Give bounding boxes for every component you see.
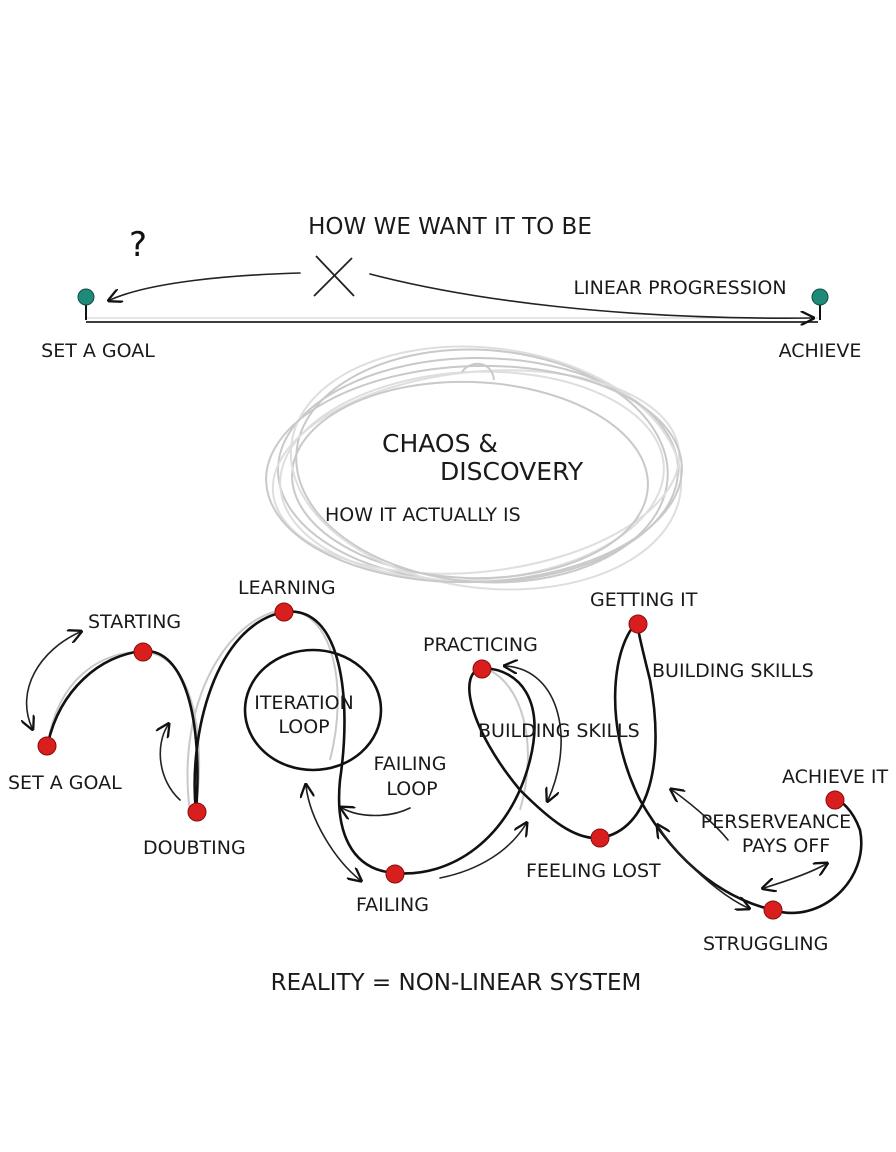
node-learning — [274, 602, 294, 622]
label-iteration-line2: LOOP — [278, 716, 329, 738]
node-practicing — [472, 659, 492, 679]
label-starting: STARTING — [88, 611, 181, 633]
node-set-goal — [37, 736, 57, 756]
arrow-to-achieve — [369, 273, 812, 318]
label-perseverance-line2: PAYS OFF — [742, 835, 830, 857]
label-achieve-it: ACHIEVE IT — [782, 766, 888, 788]
label-iteration-line1: ITERATION — [254, 692, 354, 714]
arrow-failing-to-progress — [439, 824, 526, 879]
arrow-start-cycle — [27, 632, 80, 728]
label-practicing: PRACTICING — [423, 634, 538, 656]
reality-main-path — [46, 610, 863, 915]
arrow-failing-cycle — [306, 786, 360, 880]
label-building-skills-right: BUILDING SKILLS — [652, 660, 814, 682]
arrow-failing-loop — [342, 808, 411, 816]
cross-icon — [313, 255, 355, 297]
node-feeling-lost — [590, 828, 610, 848]
label-failing-loop-line1: FAILING — [374, 753, 447, 775]
arrow-struggling-cycle — [658, 826, 748, 908]
label-struggling: STRUGGLING — [703, 933, 828, 955]
node-struggling — [763, 900, 783, 920]
ideal-end-label: ACHIEVE — [779, 340, 862, 362]
label-feeling-lost: FEELING LOST — [526, 860, 661, 882]
node-doubting — [187, 802, 207, 822]
iteration-loop-circle — [243, 648, 383, 772]
arrow-doubting-up — [160, 725, 181, 801]
node-getting-it — [628, 614, 648, 634]
label-learning: LEARNING — [238, 577, 336, 599]
linear-progression-label: LINEAR PROGRESSION — [573, 277, 786, 299]
arrow-practicing-cycle — [506, 666, 562, 800]
node-starting — [133, 642, 153, 662]
ideal-start-label: SET A GOAL — [41, 340, 155, 362]
ideal-heading: HOW WE WANT IT TO BE — [308, 214, 592, 240]
chaos-title-line1: CHAOS & — [382, 429, 498, 458]
node-achieve-it — [825, 790, 845, 810]
ideal-section: HOW WE WANT IT TO BE ? LINEAR PROGRESSIO… — [41, 214, 861, 362]
reality-path — [27, 602, 863, 920]
node-failing — [385, 864, 405, 884]
chaos-cloud: CHAOS & DISCOVERY HOW IT ACTUALLY IS — [265, 345, 683, 591]
end-pin-icon — [811, 288, 829, 320]
footer-equation: REALITY = NON-LINEAR SYSTEM — [271, 970, 642, 996]
arrow-back-to-start — [110, 272, 301, 300]
stage-labels: SET A GOAL STARTING LEARNING DOUBTING IT… — [8, 577, 888, 955]
question-mark: ? — [129, 225, 147, 265]
label-failing-loop-line2: LOOP — [386, 778, 437, 800]
arrow-payoff — [764, 864, 826, 888]
chaos-title-line2: DISCOVERY — [440, 457, 584, 486]
label-set-goal: SET A GOAL — [8, 772, 122, 794]
label-perseverance-line1: PERSERVEANCE — [701, 811, 851, 833]
chaos-subtitle: HOW IT ACTUALLY IS — [325, 504, 521, 526]
start-pin-icon — [77, 288, 95, 320]
label-doubting: DOUBTING — [143, 837, 246, 859]
label-getting-it: GETTING IT — [590, 589, 698, 611]
label-building-skills-mid: BUILDING SKILLS — [478, 720, 640, 742]
label-failing: FAILING — [356, 894, 429, 916]
